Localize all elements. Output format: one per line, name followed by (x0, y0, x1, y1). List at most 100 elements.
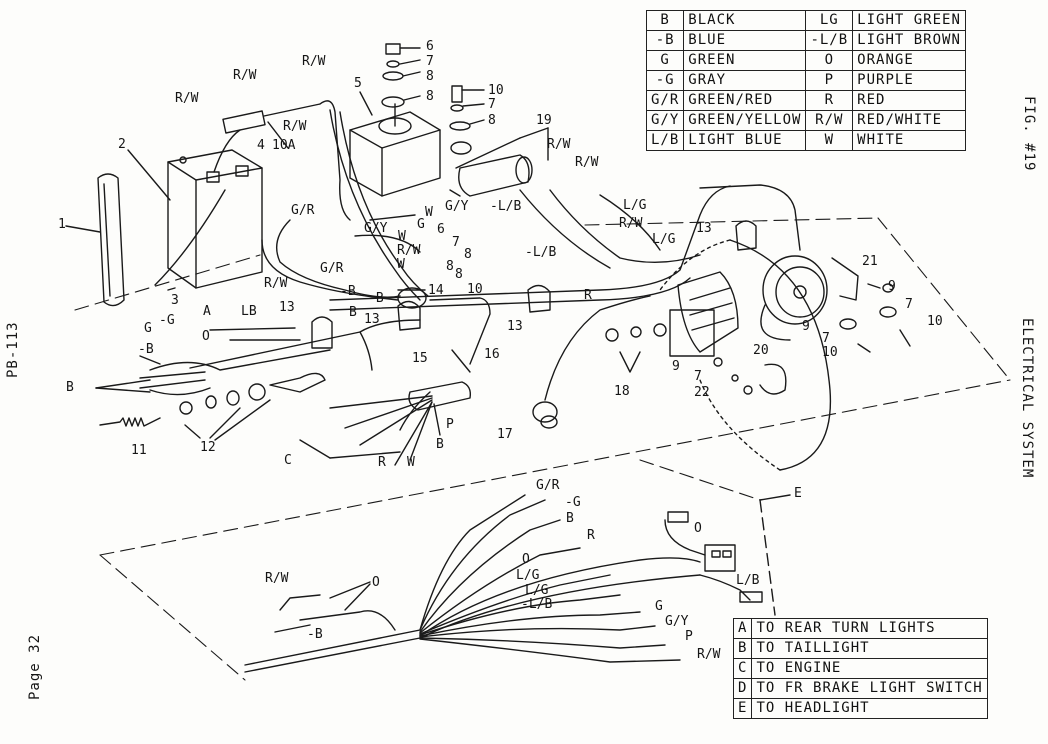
color-code: G/Y (645, 110, 685, 131)
callout-8-top-2: 8 (426, 89, 434, 104)
callout-4: 4 (257, 138, 265, 153)
callout-10-far-right: 10 (927, 314, 943, 329)
color-name: LIGHT GREEN (852, 10, 966, 31)
wire-label-rw-6: R/W (575, 155, 599, 170)
harness-label-lb-2: L/G (525, 583, 549, 598)
harness-label-r: R (587, 528, 595, 543)
color-name: RED/WHITE (852, 110, 966, 131)
alternator (659, 239, 832, 471)
cable-clamps (311, 220, 757, 349)
flasher-relay (449, 127, 549, 197)
connector-destination: TO FR BRAKE LIGHT SWITCH (751, 678, 988, 699)
color-name: BLACK (683, 10, 807, 31)
upper-frame-lines (74, 217, 1011, 681)
callout-16: 16 (484, 347, 500, 362)
callout-18: 18 (614, 384, 630, 399)
starter-relay (397, 287, 427, 309)
wire-label-lb: LB (241, 304, 257, 319)
callout-8-mid-2: 8 (446, 259, 454, 274)
connector-key: C (732, 658, 753, 679)
wire-label-a: A (203, 304, 211, 319)
callout-13-center: 13 (364, 312, 380, 327)
battery-strap (65, 173, 125, 307)
wire-label-rw-1: R/W (233, 68, 257, 83)
color-code: P (805, 70, 854, 91)
color-code: R (805, 90, 854, 111)
callout-21: 21 (862, 254, 878, 269)
wire-label-r-2: R (378, 455, 386, 470)
harness-label-mlb: -L/B (521, 597, 553, 612)
color-name: BLUE (683, 30, 807, 51)
wire-label-gr-2: G/R (320, 261, 344, 276)
color-name: GREEN/RED (683, 90, 807, 111)
callout-3: 3 (171, 293, 179, 308)
harness-label-gr: G/R (536, 478, 560, 493)
connector-key: E (732, 698, 753, 719)
callout-11: 11 (131, 443, 147, 458)
spring-and-washers (99, 372, 326, 441)
color-code: W (805, 130, 854, 151)
connector-key: B (732, 638, 753, 659)
callout-5: 5 (354, 76, 362, 91)
color-code: -B (645, 30, 685, 51)
wire-label-rw-3: R/W (175, 91, 199, 106)
color-code: B (645, 10, 685, 31)
wire-label-r-1: R (584, 288, 592, 303)
callout-9-right: 9 (888, 279, 896, 294)
wire-label-lb-2: -L/B (525, 245, 557, 260)
hardware-stack-right (449, 85, 485, 155)
harness-label-o-left: O (372, 575, 380, 590)
wire-label-g-1: G (417, 217, 425, 232)
callout-20: 20 (753, 343, 769, 358)
harness-label-b: B (566, 511, 574, 526)
wire-label-gy-1: G/Y (445, 199, 469, 214)
color-code: LG (805, 10, 854, 31)
callout-19: 19 (536, 113, 552, 128)
wire-label-b-1: B (349, 305, 357, 320)
battery (127, 129, 263, 291)
callout-13-right: 13 (696, 221, 712, 236)
connector-destination: TO TAILLIGHT (751, 638, 988, 659)
document-code: PB-113 (5, 321, 21, 378)
color-code: L/B (645, 130, 685, 151)
wire-label-w-4: W (407, 455, 415, 470)
wire-label-w-2: W (398, 229, 406, 244)
connector-destination: TO HEADLIGHT (751, 698, 988, 719)
wire-label-e: E (794, 486, 802, 501)
callout-7-center: 7 (822, 331, 830, 346)
wire-label-lg-1: L/G (623, 198, 647, 213)
callout-13-mid: 13 (507, 319, 523, 334)
wire-label-b-2: B (436, 437, 444, 452)
callout-9-center: 9 (802, 319, 810, 334)
wire-label-rw-2: R/W (302, 54, 326, 69)
callout-6-top: 6 (426, 39, 434, 54)
callout-6-mid: 6 (437, 222, 445, 237)
callout-14: 14 (428, 283, 444, 298)
wire-label-g-2: G (144, 321, 152, 336)
hardware-stack-top (381, 43, 421, 108)
connector-destination: TO ENGINE (751, 658, 988, 679)
harness-label-p: P (685, 629, 693, 644)
fuse-holder (222, 100, 351, 221)
color-code: G/R (645, 90, 685, 111)
wire-label-p: P (446, 417, 454, 432)
color-code: -G (645, 70, 685, 91)
callout-8-mid-3: 8 (455, 267, 463, 282)
bracket-hardware (831, 257, 911, 353)
color-name: GREEN (683, 50, 807, 71)
harness-label-g: G (655, 599, 663, 614)
color-name: RED (852, 90, 966, 111)
horn-and-lead (451, 295, 651, 429)
harness-label-lb: L/B (736, 573, 760, 588)
figure-number: FIG. #19 (1021, 96, 1037, 172)
wire-label-mb-1: -B (340, 284, 356, 299)
harness-label-o: O (522, 552, 530, 567)
